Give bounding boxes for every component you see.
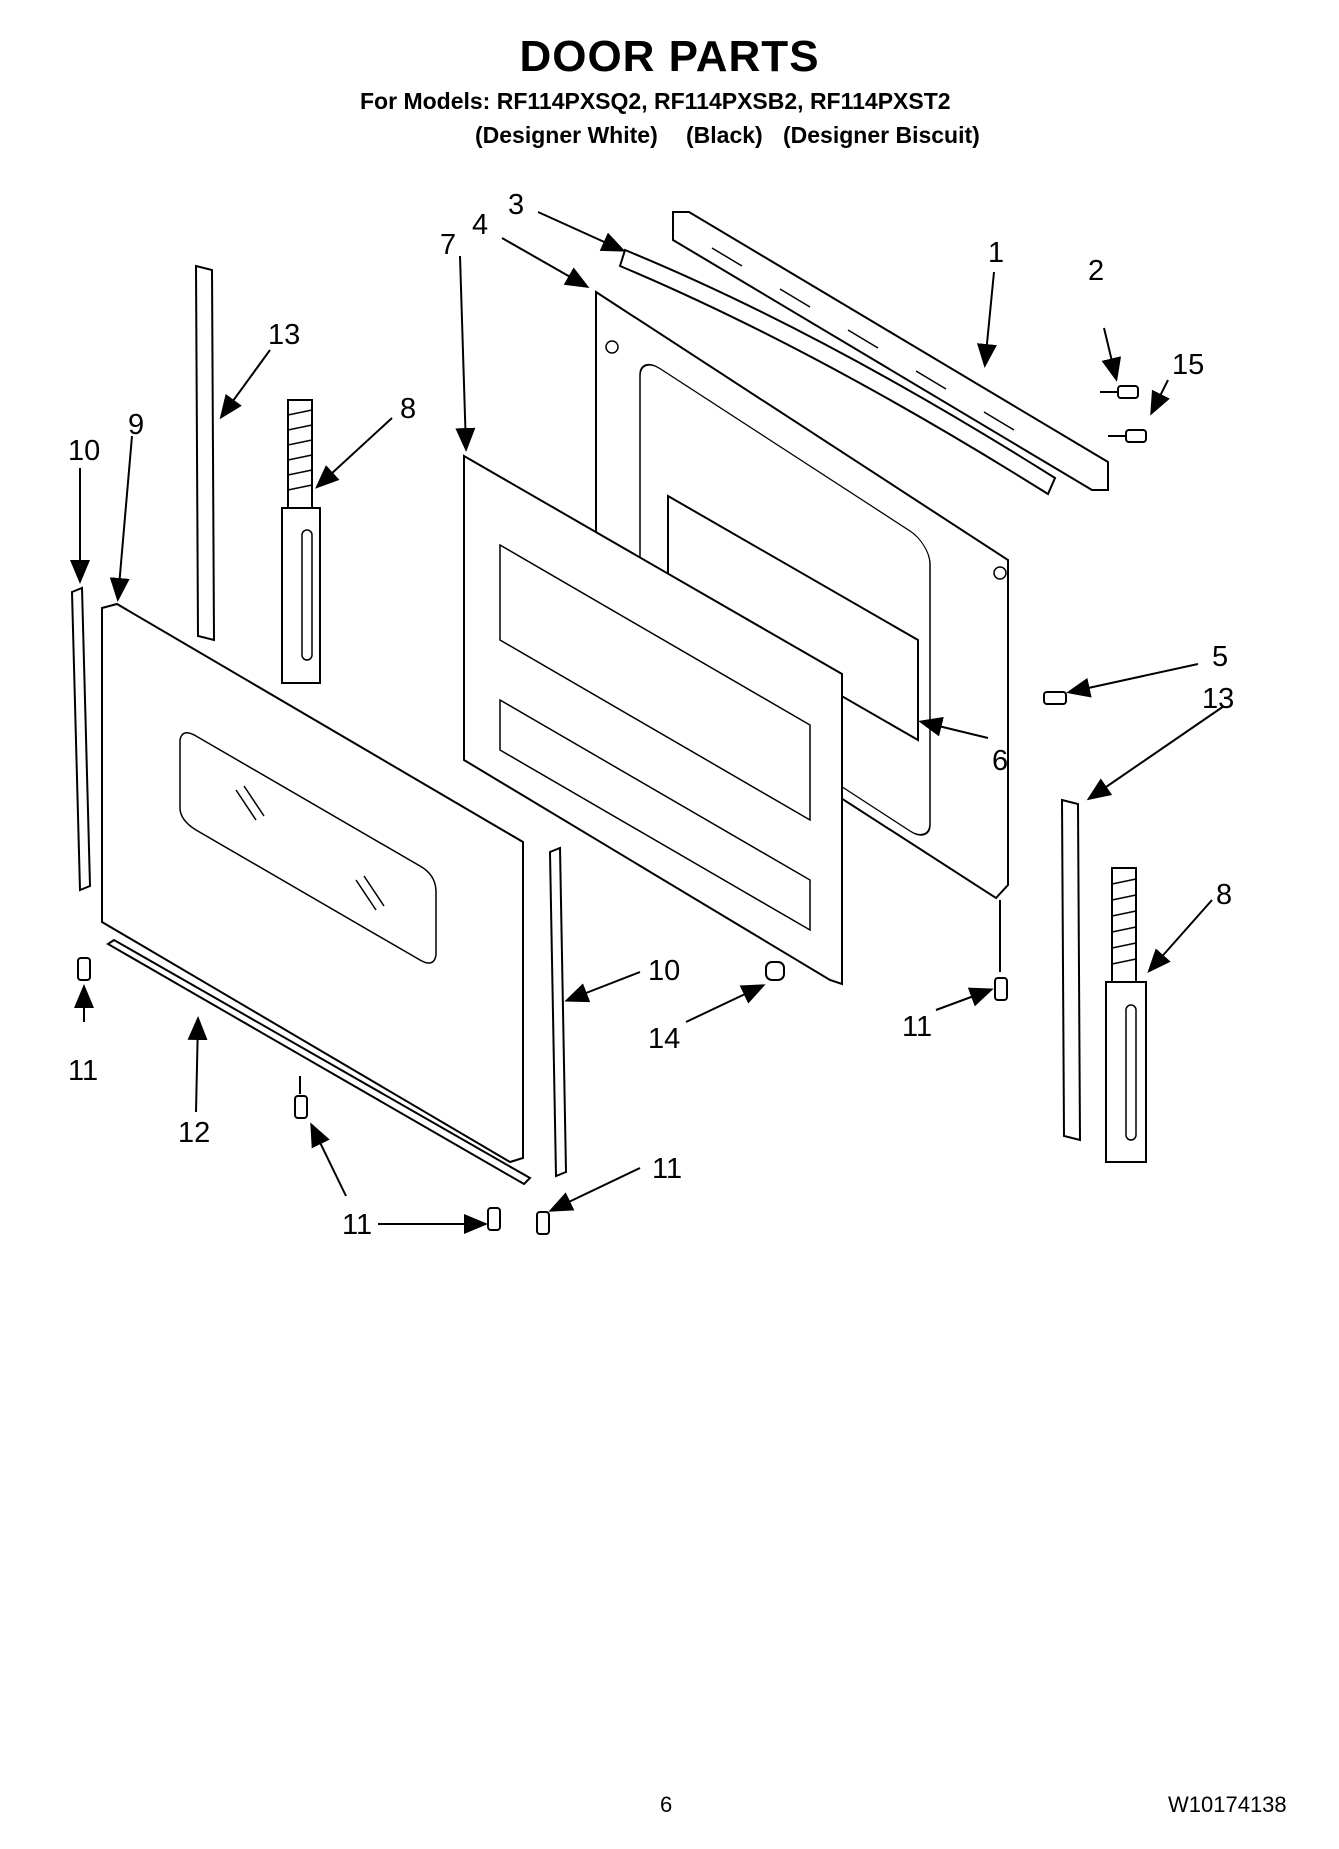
callout-3: 3 [508, 189, 524, 221]
callout-7: 7 [440, 229, 456, 261]
callout-13-right: 13 [1202, 683, 1234, 715]
callout-5: 5 [1212, 641, 1228, 673]
model-list: For Models: RF114PXSQ2, RF114PXSB2, RF11… [360, 88, 951, 114]
inner-glass-part [667, 494, 919, 742]
left-hinge-part [281, 399, 321, 684]
bottom-trim-part [106, 938, 532, 1186]
callout-11-bottom: 11 [342, 1209, 372, 1241]
color-designer-biscuit: (Designer Biscuit) [783, 122, 980, 148]
door-liner-part [463, 454, 843, 986]
screw-bottom-center [294, 1095, 308, 1119]
right-hinge-receiver-part [1060, 798, 1082, 1142]
color-designer-white: (Designer White) [475, 122, 658, 148]
callout-10-left: 10 [68, 435, 100, 467]
callout-11-left: 11 [68, 1055, 98, 1087]
callout-15: 15 [1172, 349, 1204, 381]
callout-13-left: 13 [268, 319, 300, 351]
callout-6: 6 [992, 745, 1008, 777]
right-side-trim-part [548, 846, 568, 1178]
right-hinge-part [1105, 867, 1147, 1163]
callout-12: 12 [178, 1117, 210, 1149]
callout-8-right: 8 [1216, 879, 1232, 911]
callout-14: 14 [648, 1023, 680, 1055]
door-handle-part [618, 248, 1057, 496]
callout-8-left: 8 [400, 393, 416, 425]
bumper-part-14 [765, 961, 785, 981]
callout-9: 9 [128, 409, 144, 441]
screw-lower-right [994, 977, 1008, 1001]
callout-11-right: 11 [902, 1011, 932, 1043]
screw-bottom-right [487, 1207, 501, 1231]
page-number: 6 [660, 1792, 673, 1817]
screw-part-5 [1043, 691, 1067, 705]
callout-2: 2 [1088, 255, 1104, 287]
screw-left [77, 957, 91, 981]
page-title: DOOR PARTS [519, 32, 820, 81]
document-number: W10174138 [1168, 1792, 1287, 1817]
leader-lines [70, 211, 1225, 1234]
screw-side-right [536, 1211, 550, 1235]
vent-trim-part [672, 211, 1109, 491]
callout-11-bottom-right: 11 [652, 1153, 682, 1185]
callout-4: 4 [472, 209, 488, 241]
color-black: (Black) [686, 122, 763, 148]
outer-door-glass-part [101, 602, 524, 1164]
callout-1: 1 [988, 237, 1004, 269]
left-side-trim-part [70, 586, 92, 892]
screw-part-2 [1100, 385, 1139, 399]
left-hinge-receiver-part [194, 264, 216, 642]
screw-part-15 [1108, 429, 1147, 443]
callout-10-right: 10 [648, 955, 680, 987]
